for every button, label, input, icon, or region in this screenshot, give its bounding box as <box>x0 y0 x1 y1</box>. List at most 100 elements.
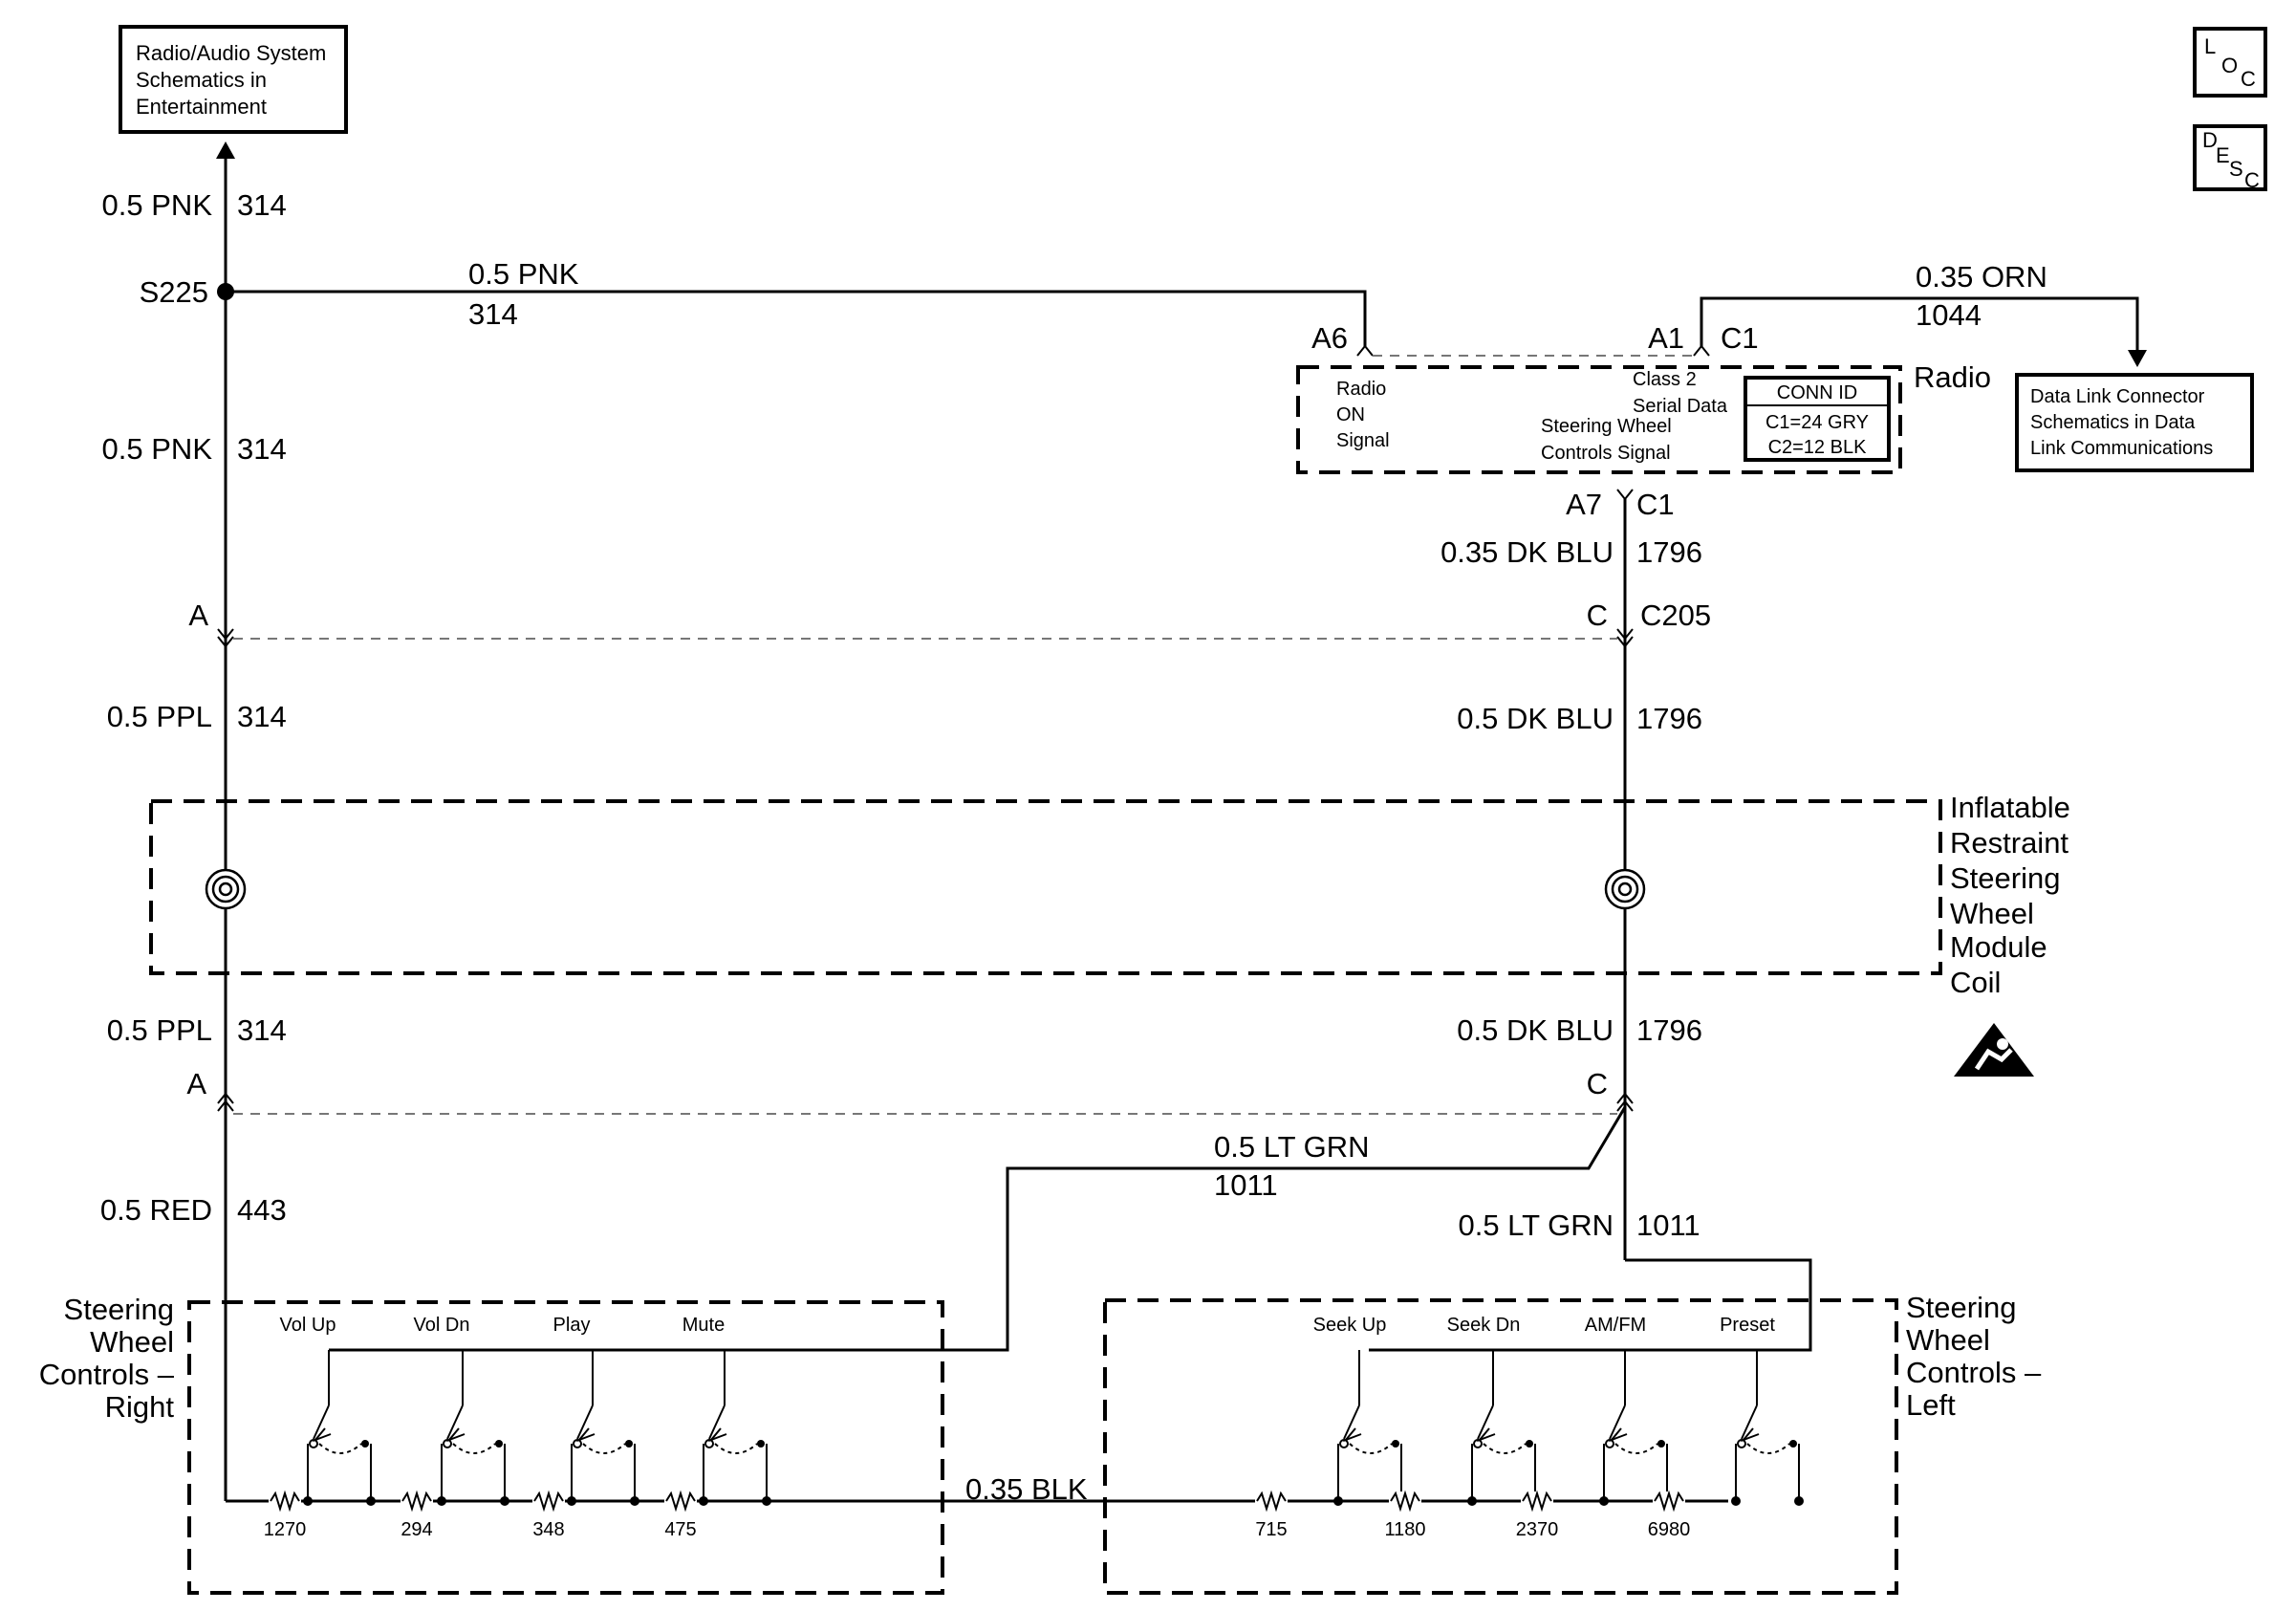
switch-right-0-dashed-arc <box>318 1443 362 1454</box>
switch-right-1-node-a <box>437 1496 446 1506</box>
switch-left-0-node-a <box>1333 1496 1343 1506</box>
swc-right-title-4: Right <box>105 1390 175 1424</box>
conn-c-top-mark2 <box>1616 636 1634 648</box>
swc-left-title-2: Wheel <box>1906 1323 1990 1357</box>
switch-right-1-dashed-arc <box>452 1443 496 1454</box>
resistor-left-label: 715 <box>1255 1519 1287 1540</box>
coil-title-2: Restraint <box>1950 826 2069 860</box>
desc-icon[interactable] <box>2193 124 2267 191</box>
conn-a-bottom-label: A <box>186 1067 206 1100</box>
switch-left-1-node-a <box>1467 1496 1477 1506</box>
resistor-right-3 <box>665 1490 696 1513</box>
desc-c: C <box>2244 168 2260 192</box>
switch-right-0-contact-a <box>309 1439 318 1448</box>
radio-class2-2: Serial Data <box>1633 396 1728 417</box>
conn-c-top-mark1 <box>1616 628 1634 641</box>
swc-left-title-3: Controls – <box>1906 1356 2042 1389</box>
switch-left-3-contact-b <box>1789 1440 1797 1448</box>
switch-left-2-contact-a <box>1605 1439 1614 1448</box>
switch-left-3-dashed-arc <box>1746 1443 1790 1454</box>
conn-id-box <box>1744 376 1891 462</box>
arrow-down-icon <box>2128 350 2147 367</box>
pin-a6-label: A6 <box>1311 321 1348 355</box>
resistor-right-0 <box>270 1490 300 1513</box>
switch-right-0-arm <box>313 1404 330 1440</box>
switch-left-3-node-b <box>1794 1496 1804 1506</box>
switch-right-3-arrow-icon <box>707 1427 727 1443</box>
wire-pnk-top-color: 0.5 PNK <box>102 188 213 222</box>
swc-left-title-1: Steering <box>1906 1291 2016 1324</box>
loc-c: C <box>2241 67 2256 91</box>
resistor-left-1 <box>1390 1490 1420 1513</box>
loc-icon[interactable] <box>2193 27 2267 98</box>
coil-title-1: Inflatable <box>1950 791 2070 824</box>
data-link-line2: Schematics in Data <box>2030 412 2196 433</box>
wire-orn-circuit: 1044 <box>1916 298 1982 332</box>
conn-a-top-mark2 <box>217 636 234 648</box>
resistor-right-label: 475 <box>664 1519 696 1540</box>
resistor-left-label: 2370 <box>1516 1519 1559 1540</box>
wire-pnk-top-circuit: 314 <box>237 188 287 222</box>
resistor-left-label: 6980 <box>1648 1519 1691 1540</box>
resistor-left-3 <box>1654 1490 1684 1513</box>
radio-audio-box[interactable] <box>119 25 348 134</box>
wire-ppl1-color: 0.5 PPL <box>107 700 212 733</box>
switch-left-0-dashed-arc <box>1349 1443 1393 1454</box>
radio-module-outline <box>1296 365 1902 474</box>
radio-on-signal-1: Radio <box>1336 379 1386 400</box>
resistor-right-1 <box>401 1490 432 1513</box>
wire-ltgrn-h-color: 0.5 LT GRN <box>1214 1130 1370 1164</box>
resistor-left-label: 1180 <box>1384 1519 1425 1540</box>
c1-bottom-label: C1 <box>1636 488 1675 521</box>
conn-a-bottom-mark1 <box>217 1092 234 1104</box>
resistor-left-0 <box>1256 1490 1287 1513</box>
switch-left-2-contact-b <box>1657 1440 1665 1448</box>
wire-ppl2-color: 0.5 PPL <box>107 1013 212 1047</box>
airbag-warning-icon <box>1954 1023 2034 1077</box>
switch-left-0-arm <box>1343 1404 1360 1440</box>
resistor-right-label: 348 <box>532 1519 564 1540</box>
switch-right-0-contact-b <box>361 1440 369 1448</box>
conn-a-top-mark1 <box>217 628 234 641</box>
switch-left-3-arrow-icon <box>1740 1427 1760 1443</box>
data-link-box[interactable] <box>2015 373 2254 472</box>
conn-id-c2: C2=12 BLK <box>1768 437 1868 458</box>
orn-wire <box>1700 296 2139 352</box>
desc-e: E <box>2216 143 2230 167</box>
switch-right-2-contact-b <box>625 1440 633 1448</box>
switch-right-3-node-a <box>699 1496 708 1506</box>
wire-blk-color: 0.35 BLK <box>965 1472 1088 1506</box>
desc-d: D <box>2202 128 2218 152</box>
swc-left-outline <box>1103 1298 1898 1595</box>
coil-title-5: Module <box>1950 930 2047 964</box>
resistor-right-label: 1270 <box>264 1519 307 1540</box>
switch-left-label: Seek Dn <box>1447 1315 1521 1336</box>
swc-left-title-4: Left <box>1906 1388 1956 1422</box>
switch-right-label: Vol Up <box>280 1315 336 1336</box>
radio-class2-1: Class 2 <box>1633 369 1697 390</box>
wire-ltgrn-h-circuit: 1011 <box>1214 1168 1278 1202</box>
swc-right-outline <box>187 1300 944 1595</box>
coil-left-icon <box>205 868 247 910</box>
data-link-line3: Link Communications <box>2030 438 2213 459</box>
switch-left-1-contact-b <box>1526 1440 1533 1448</box>
switch-left-3-contact-a <box>1737 1439 1746 1448</box>
loc-o: O <box>2221 54 2238 77</box>
radio-audio-line1: Radio/Audio System <box>136 41 326 65</box>
wire-dkblu2-color: 0.5 DK BLU <box>1457 1013 1614 1047</box>
arrow-up-icon <box>216 142 235 159</box>
data-link-line1: Data Link Connector <box>2030 386 2205 407</box>
wire-dkblu-top-circuit: 1796 <box>1636 535 1702 569</box>
switch-right-2-arrow-icon <box>575 1427 596 1443</box>
switch-left-0-contact-b <box>1392 1440 1399 1448</box>
resistor-left-2 <box>1522 1490 1552 1513</box>
wire-pnk-h-color: 0.5 PNK <box>468 257 579 291</box>
pin-a1-label: A1 <box>1648 321 1684 355</box>
wire-dkblu-top-color: 0.35 DK BLU <box>1440 535 1614 569</box>
wire-red-circuit: 443 <box>237 1193 287 1227</box>
switch-right-0-arrow-icon <box>312 1427 332 1443</box>
wire-dkblu2-circuit: 1796 <box>1636 1013 1702 1047</box>
switch-right-0-node-b <box>366 1496 376 1506</box>
splice-label: S225 <box>140 275 208 309</box>
